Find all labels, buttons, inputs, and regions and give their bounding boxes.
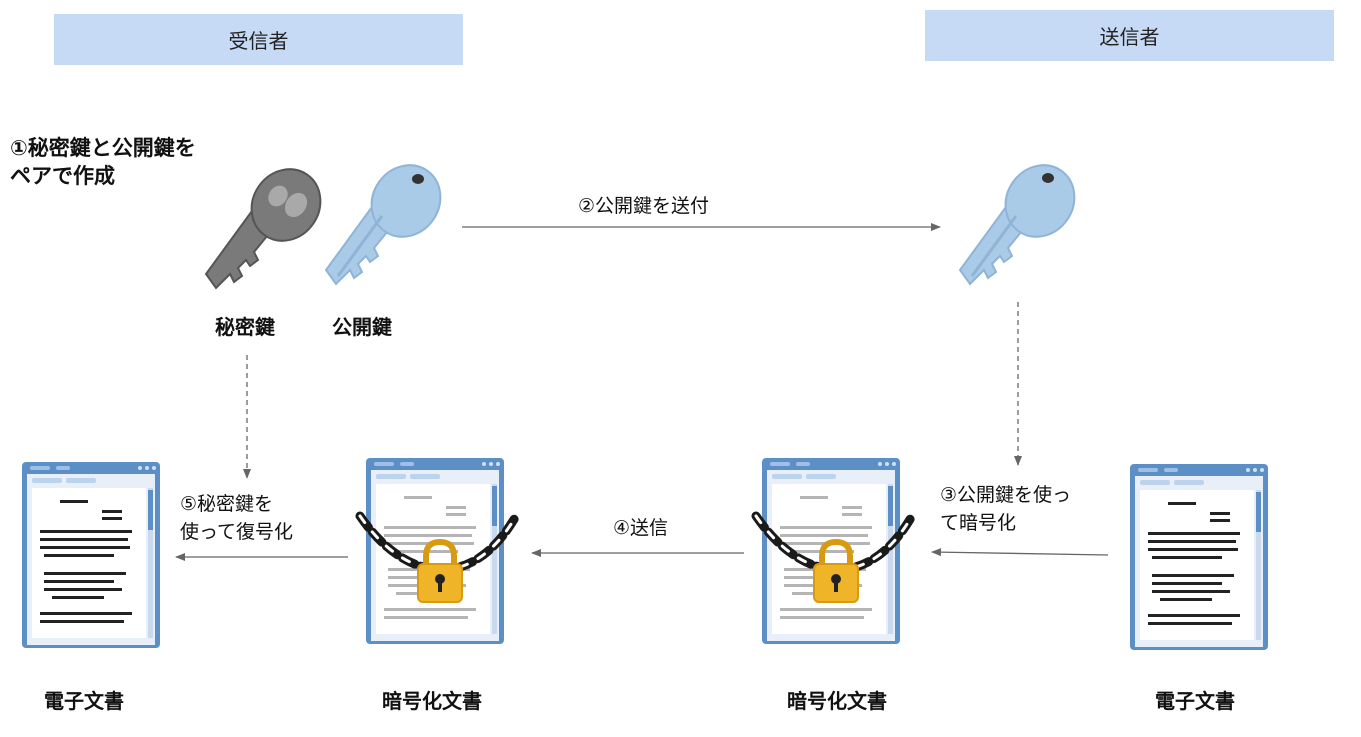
step1-line1: ①秘密鍵と公開鍵を bbox=[10, 136, 196, 160]
public-key-label: 公開鍵 bbox=[332, 315, 392, 339]
sender-header: 送信者 bbox=[925, 10, 1334, 61]
step1-text: ①秘密鍵と公開鍵を ペアで作成 bbox=[10, 134, 196, 191]
step4-text: ④送信 bbox=[613, 517, 669, 539]
receiver-document-label: 電子文書 bbox=[44, 689, 124, 713]
arrow-encrypt bbox=[931, 548, 1109, 557]
receiver-header: 受信者 bbox=[54, 14, 463, 65]
step3-line1: ③公開鍵を使っ bbox=[940, 484, 1072, 506]
receiver-document-icon bbox=[22, 462, 160, 648]
step5-line1: ⑤秘密鍵を bbox=[180, 493, 274, 515]
step5-line2: 使って復号化 bbox=[180, 520, 294, 543]
sender-encrypted-document-icon bbox=[756, 458, 912, 644]
private-key-label: 秘密鍵 bbox=[215, 315, 275, 339]
sender-document-icon bbox=[1130, 464, 1268, 650]
public-key-icon bbox=[325, 150, 456, 285]
receiver-encrypted-label: 暗号化文書 bbox=[382, 689, 482, 713]
sender-encrypted-label: 暗号化文書 bbox=[787, 689, 887, 713]
step5-text: ⑤秘密鍵を 使って復号化 bbox=[180, 491, 293, 546]
step3-line2: て暗号化 bbox=[940, 511, 1017, 534]
step1-line2: ペアで作成 bbox=[10, 164, 115, 189]
sender-header-text: 送信者 bbox=[1099, 25, 1160, 49]
receiver-header-text: 受信者 bbox=[228, 29, 289, 53]
step3-text: ③公開鍵を使っ て暗号化 bbox=[940, 482, 1071, 537]
sender-document-label: 電子文書 bbox=[1155, 689, 1235, 713]
private-key-icon bbox=[205, 154, 336, 289]
receiver-encrypted-document-icon bbox=[360, 458, 516, 644]
sender-public-key-icon bbox=[959, 150, 1090, 285]
step2-text: ②公開鍵を送付 bbox=[578, 195, 710, 217]
